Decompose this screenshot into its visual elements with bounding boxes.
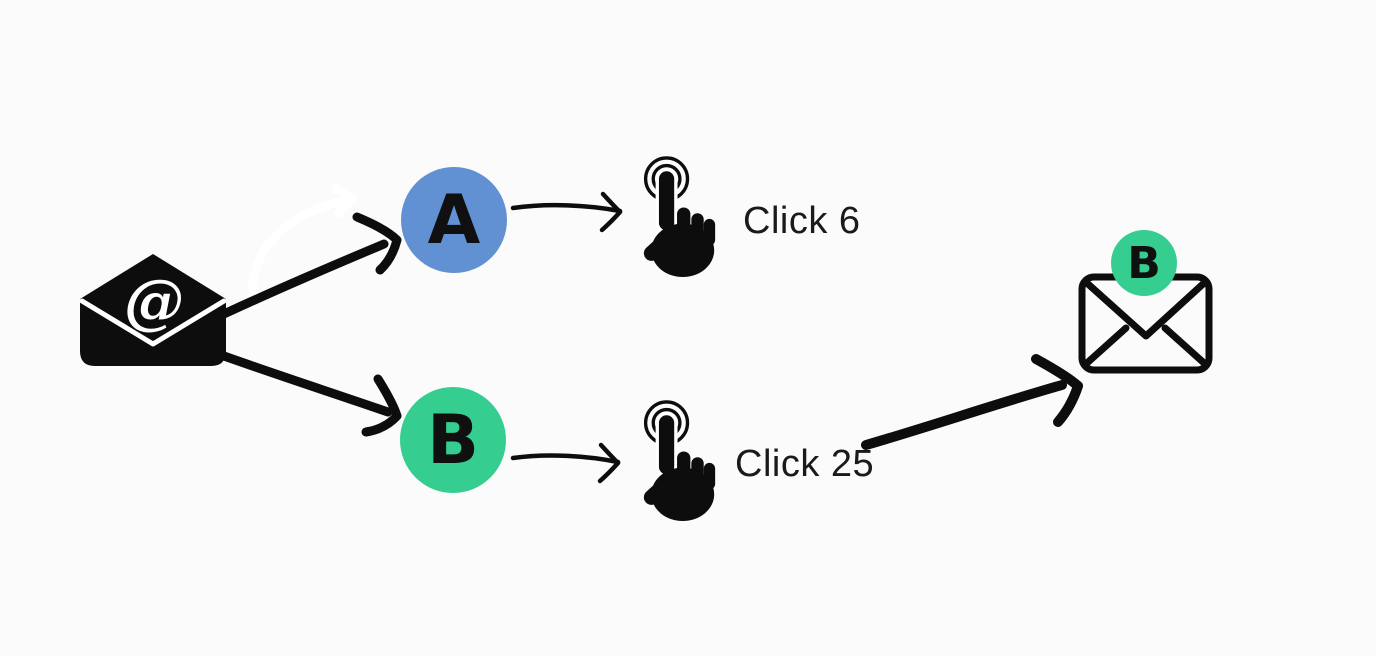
at-symbol: @ [124,267,184,337]
winner-envelope-icon: B [1078,230,1213,374]
winner-badge-label: B [1127,238,1161,289]
arrow-b-to-click [510,442,621,484]
tap-click-icon-b [643,400,716,521]
ghost-curved-arrow [247,184,358,308]
click-count-a: Click 6 [743,200,861,242]
arrow-source-to-b [205,346,402,437]
email-at-envelope-icon: @ [79,254,227,366]
winner-badge [1111,230,1177,296]
variant-b-node: B [400,387,506,493]
variant-a-label: A [427,180,481,260]
click-count-b: Click 25 [735,443,875,485]
arrow-click-to-winner [861,354,1083,450]
variant-a-node: A [401,167,507,273]
arrow-source-to-a [206,212,402,325]
variant-b-label: B [427,400,479,480]
arrow-a-to-click [510,191,623,233]
tap-click-icon-a [643,156,716,277]
